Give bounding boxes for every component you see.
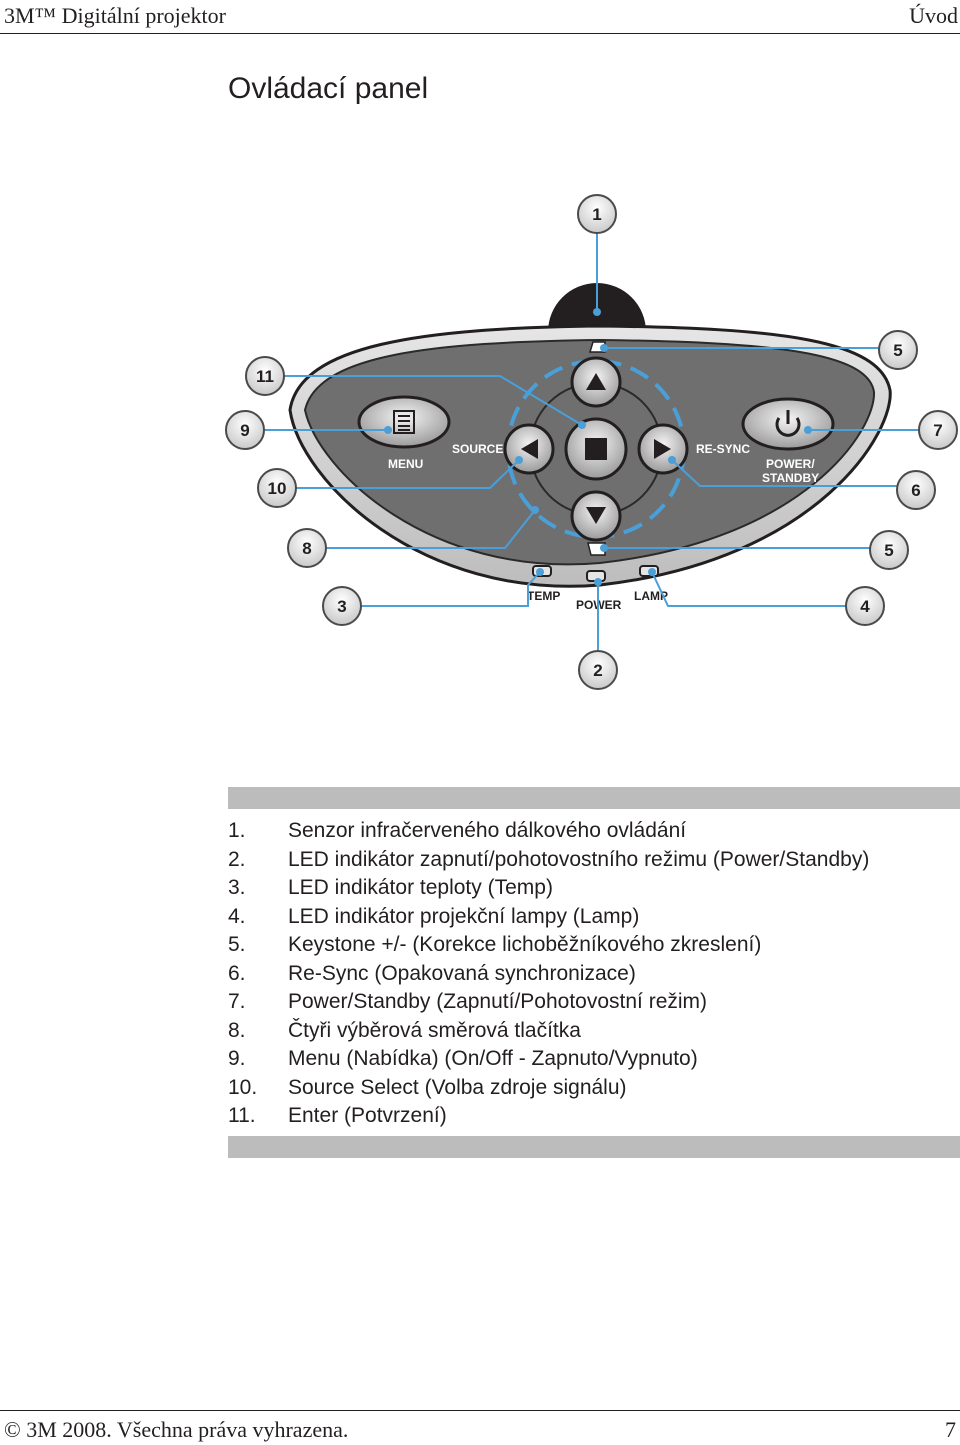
- list-item: 6.Re-Sync (Opakovaná synchronizace): [228, 961, 636, 985]
- temp-label: TEMP: [527, 589, 560, 603]
- power-button[interactable]: [741, 397, 835, 451]
- list-item: 8.Čtyři výběrová směrová tlačítka: [228, 1018, 581, 1042]
- menu-label: MENU: [388, 457, 423, 471]
- legend-top-bar: [228, 787, 960, 809]
- resync-label: RE-SYNC: [696, 442, 750, 456]
- callout-8: 8: [287, 528, 327, 568]
- leader-dots: [384, 308, 812, 586]
- list-item: 1.Senzor infračerveného dálkového ovládá…: [228, 819, 687, 842]
- arrow-up-icon: [586, 373, 606, 390]
- svg-text:10: 10: [268, 479, 287, 498]
- source-label: SOURCE: [452, 442, 503, 456]
- list-item: 2.LED indikátor zapnutí/pohotovostního r…: [228, 847, 870, 871]
- leader-lines: [264, 232, 920, 650]
- enter-square-icon: [585, 438, 607, 460]
- list-item: 11.Enter (Potvrzení): [228, 1104, 447, 1127]
- callout-10: 10: [257, 468, 297, 508]
- page-footer: © 3M 2008. Všechna práva vyhrazena. 7: [0, 1410, 960, 1445]
- control-panel-diagram: MENU SOURCE RE-SYNC POWER/ STANDBY TEMP …: [225, 194, 958, 690]
- page-number: 7: [945, 1417, 956, 1442]
- callout-2: 2: [578, 650, 618, 690]
- power-standby-label-line2: STANDBY: [762, 471, 819, 485]
- list-item: 7.Power/Standby (Zapnutí/Pohotovostní re…: [228, 990, 708, 1013]
- header-product-title: 3M™ Digitální projektor: [4, 3, 226, 28]
- svg-text:1: 1: [592, 205, 601, 224]
- svg-text:4: 4: [860, 597, 870, 616]
- svg-text:11: 11: [256, 367, 274, 386]
- down-button[interactable]: [570, 490, 622, 542]
- callout-9: 9: [225, 410, 265, 450]
- legend-list: 1.Senzor infračerveného dálkového ovládá…: [228, 817, 869, 1131]
- arrow-left-icon: [521, 439, 538, 459]
- page-header: 3M™ Digitální projektor Úvod: [0, 0, 960, 34]
- svg-text:9: 9: [240, 421, 249, 440]
- arrow-right-icon: [654, 439, 671, 459]
- legend-bottom-bar: [228, 1136, 960, 1158]
- callout-7: 7: [918, 410, 958, 450]
- svg-text:5: 5: [884, 541, 893, 560]
- menu-button[interactable]: [357, 395, 451, 449]
- svg-text:8: 8: [302, 539, 311, 558]
- lamp-label: LAMP: [634, 589, 668, 603]
- power-standby-label-line1: POWER/: [766, 457, 815, 471]
- list-item: 5.Keystone +/- (Korekce lichoběžníkového…: [228, 933, 762, 956]
- callout-3: 3: [322, 586, 362, 626]
- header-section-title: Úvod: [909, 3, 958, 28]
- menu-icon: [393, 410, 415, 434]
- page-title: Ovládací panel: [228, 72, 429, 105]
- callout-6: 6: [896, 470, 936, 510]
- svg-text:6: 6: [911, 481, 920, 500]
- callout-1: 1: [577, 194, 617, 234]
- enter-button[interactable]: [564, 417, 628, 481]
- callout-11: 11: [245, 356, 285, 396]
- list-item: 10.Source Select (Volba zdroje signálu): [228, 1075, 627, 1099]
- svg-text:7: 7: [933, 421, 942, 440]
- svg-text:3: 3: [337, 597, 346, 616]
- callout-5-top: 5: [878, 330, 918, 370]
- svg-text:2: 2: [593, 661, 602, 680]
- power-icon: [775, 410, 801, 437]
- list-item: 4.LED indikátor projekční lampy (Lamp): [228, 904, 640, 928]
- list-item: 9.Menu (Nabídka) (On/Off - Zapnuto/Vypnu…: [228, 1047, 698, 1070]
- right-button[interactable]: [637, 423, 689, 475]
- list-item: 3.LED indikátor teploty (Temp): [228, 876, 553, 899]
- svg-text:5: 5: [893, 341, 902, 360]
- callout-4: 4: [845, 586, 885, 626]
- callout-5-bottom: 5: [869, 530, 909, 570]
- arrow-down-icon: [586, 507, 606, 524]
- up-button[interactable]: [570, 356, 622, 408]
- copyright-text: © 3M 2008. Všechna práva vyhrazena.: [4, 1417, 349, 1442]
